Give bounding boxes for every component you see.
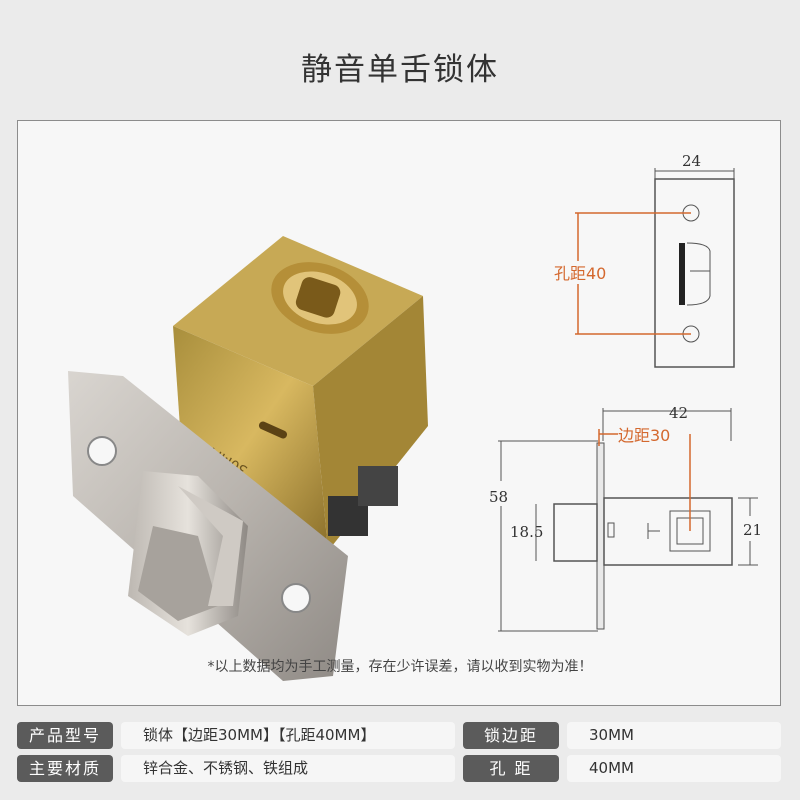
measurement-note: *以上数据均为手工测量，存在少许误差，请以收到实物为准！ [207, 659, 593, 675]
page-title: 静音单舌锁体 [301, 52, 499, 88]
lock-body-photo: 30MM [68, 236, 428, 681]
dim-top-width: 24 [682, 152, 701, 170]
spec-value-material: 锌合金、不锈钢、铁组成 [121, 755, 455, 782]
dim-height: 58 [489, 488, 508, 506]
faceplate-drawing: 24 孔距40 [554, 152, 735, 368]
spec-label-hole: 孔 距 [463, 755, 559, 782]
dim-side-width: 42 [669, 404, 688, 422]
spec-value-backset: 30MM [567, 722, 781, 749]
dim-hole-distance: 孔距40 [554, 264, 606, 283]
dim-right-height: 21 [743, 521, 762, 539]
product-panel: 30MM 24 孔距40 [17, 120, 781, 706]
spec-value-hole: 40MM [567, 755, 781, 782]
spec-label-backset: 锁边距 [463, 722, 559, 749]
spec-value-model: 锁体【边距30MM】【孔距40MM】 [121, 722, 455, 749]
spec-label-model: 产品型号 [17, 722, 113, 749]
spec-label-material: 主要材质 [17, 755, 113, 782]
spec-row-1: 产品型号 锁体【边距30MM】【孔距40MM】 锁边距 30MM [17, 722, 781, 749]
dim-inner-height: 18.5 [510, 523, 543, 541]
dim-backset: 边距30 [618, 426, 670, 445]
spec-row-2: 主要材质 锌合金、不锈钢、铁组成 孔 距 40MM [17, 755, 781, 782]
side-view-drawing: 42 58 18.5 21 边距30 [489, 404, 762, 632]
dimension-drawing: 24 孔距40 42 58 18.5 [489, 152, 762, 632]
